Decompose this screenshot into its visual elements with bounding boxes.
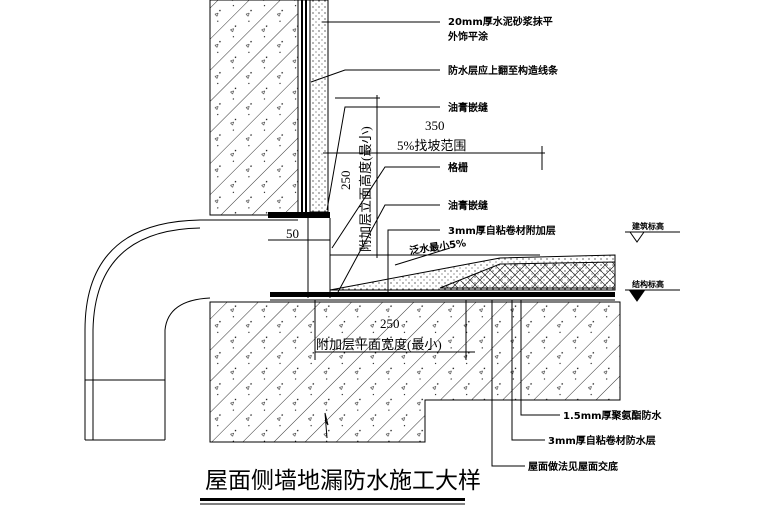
- callout-pu-waterproof: 1.5mm厚聚氨酯防水: [563, 409, 663, 422]
- callout-roof-reference: 屋面做法见屋面交底: [528, 460, 618, 473]
- plan-width-label: 附加层平面宽度(最小): [316, 337, 442, 352]
- callout-plaster-1: 20mm厚水泥砂浆抹平: [448, 15, 553, 28]
- plan-width-dim: 250: [380, 316, 400, 331]
- drawing-title: 屋面侧墙地漏防水施工大样: [205, 468, 481, 494]
- upturn-height-dim: 250: [338, 171, 353, 191]
- callout-sealant-bottom: 油膏嵌缝: [448, 199, 488, 212]
- roof-layers: [270, 218, 616, 301]
- wall: [209, 0, 330, 218]
- callout-structural-elevation: 结构标高: [632, 279, 664, 289]
- concrete-slab: [209, 301, 621, 443]
- callout-upturn: 防水层应上翻至构造线条: [448, 64, 559, 77]
- gap-dim: 50: [286, 226, 299, 241]
- drain-pipe: [84, 219, 298, 441]
- callout-building-elevation: 建筑标高: [631, 221, 664, 231]
- upturn-height-label: 附加层立面高度(最小): [358, 126, 373, 252]
- callout-additional-layer: 3mm厚自粘卷材附加层: [448, 224, 556, 237]
- slope-width-dim: 350: [425, 118, 445, 133]
- callout-flashing-slope: 泛水最小5%: [409, 236, 467, 257]
- callout-membrane-waterproof: 3mm厚自粘卷材防水层: [548, 434, 656, 447]
- callout-sealant-top: 油膏嵌缝: [448, 101, 488, 114]
- break-line: [324, 412, 329, 439]
- callout-plaster-2: 外饰平涂: [447, 30, 489, 43]
- leader-lines: [310, 21, 680, 467]
- slope-range-label: 5%找坡范围: [397, 138, 466, 153]
- callout-grille: 格栅: [448, 161, 468, 174]
- title-underline: [200, 498, 465, 501]
- dimension-lines: [268, 95, 545, 360]
